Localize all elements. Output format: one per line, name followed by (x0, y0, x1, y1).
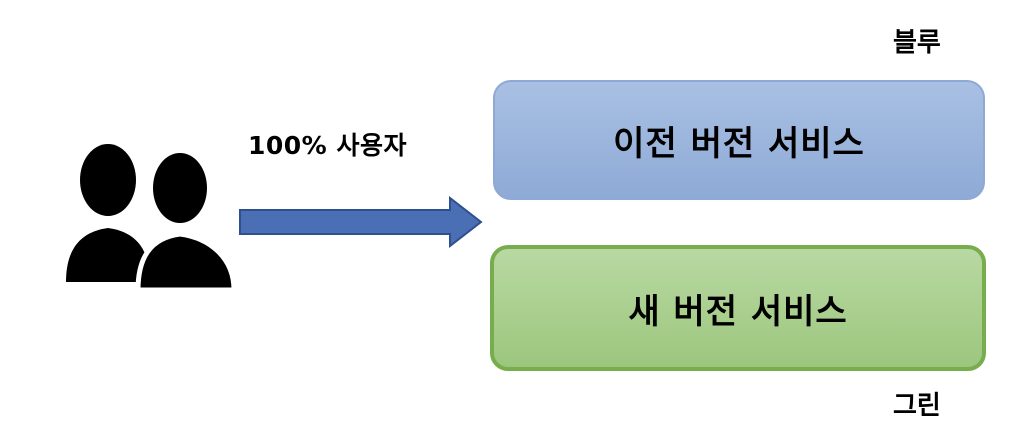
old-version-service-box: 이전 버전 서비스 (493, 80, 985, 200)
traffic-label: 100% 사용자 (248, 131, 407, 160)
users-icon (66, 144, 237, 290)
old-version-service-label: 이전 버전 서비스 (613, 123, 865, 164)
arrow-right-icon (239, 196, 483, 248)
blue-env-label: 블루 (893, 28, 941, 58)
green-env-label: 그린 (893, 391, 941, 421)
user-right-icon (135, 149, 237, 290)
user-left-icon (66, 144, 150, 282)
new-version-service-box: 새 버전 서비스 (490, 245, 986, 371)
new-version-service-label: 새 버전 서비스 (628, 291, 848, 332)
